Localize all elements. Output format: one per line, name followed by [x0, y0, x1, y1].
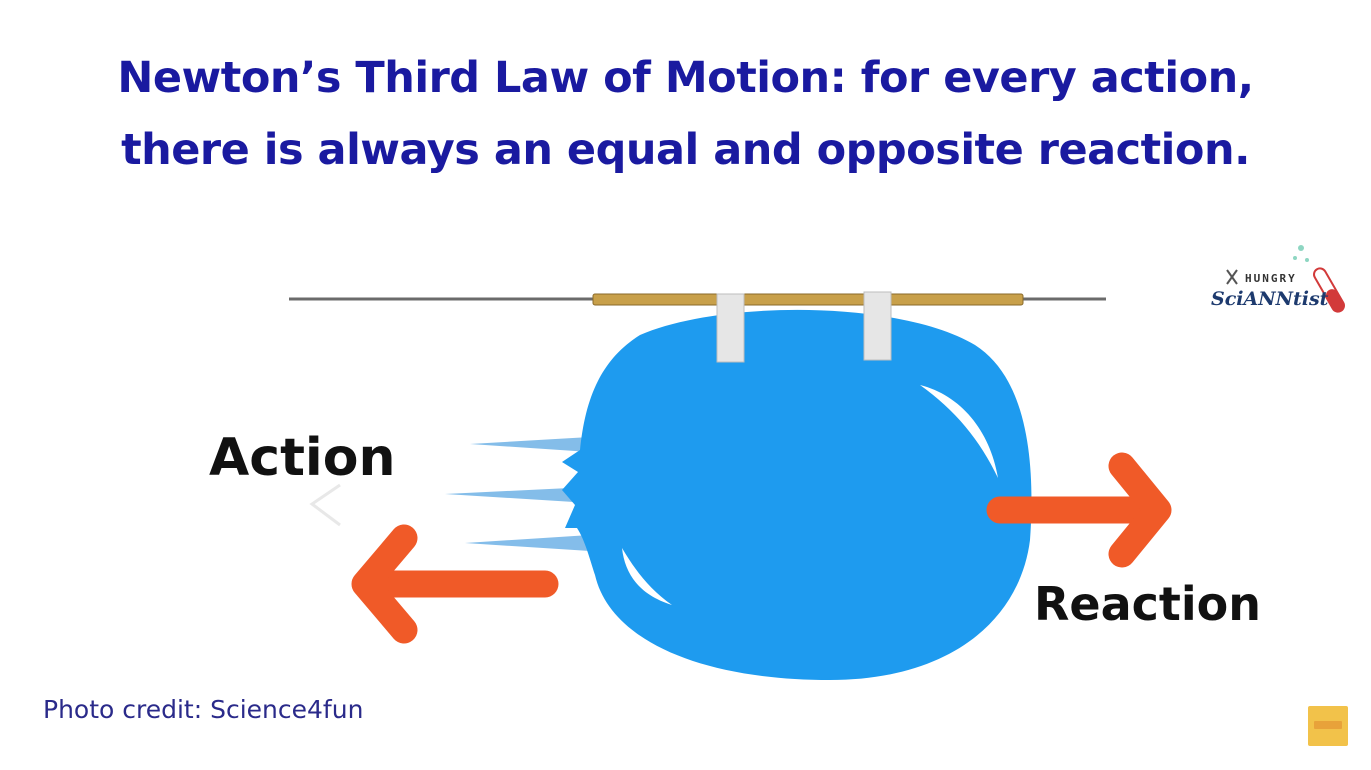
corner-badge-stripe: [1314, 721, 1342, 729]
test-tube-icon: [1313, 267, 1345, 313]
air-jet-lines: [445, 437, 590, 551]
balloon: [562, 309, 1032, 680]
clip-right: [863, 291, 892, 361]
logo-top-text: HUNGRY: [1245, 272, 1297, 285]
photo-credit: Photo credit: Science4fun: [43, 695, 364, 724]
utensils-icon: [1226, 269, 1238, 285]
reaction-label: Reaction: [1034, 577, 1262, 631]
action-arrow: [351, 524, 559, 644]
corner-badge-icon: [1308, 706, 1348, 746]
bubbles-icon: [1293, 245, 1309, 262]
clip-left: [716, 293, 745, 363]
logo-main-text: SciANNtist: [1211, 288, 1329, 310]
action-label: Action: [209, 428, 396, 488]
straw: [592, 293, 1024, 306]
balloon-highlight: [622, 548, 672, 605]
slide-title: Newton’s Third Law of Motion: for every …: [0, 42, 1371, 186]
title-line-2: there is always an equal and opposite re…: [121, 125, 1250, 175]
faint-chevron: [309, 483, 341, 527]
title-line-1: Newton’s Third Law of Motion: for every …: [117, 53, 1254, 103]
hungry-scientist-logo: HUNGRY SciANNtist: [1205, 238, 1355, 328]
reaction-arrow: [986, 452, 1172, 568]
